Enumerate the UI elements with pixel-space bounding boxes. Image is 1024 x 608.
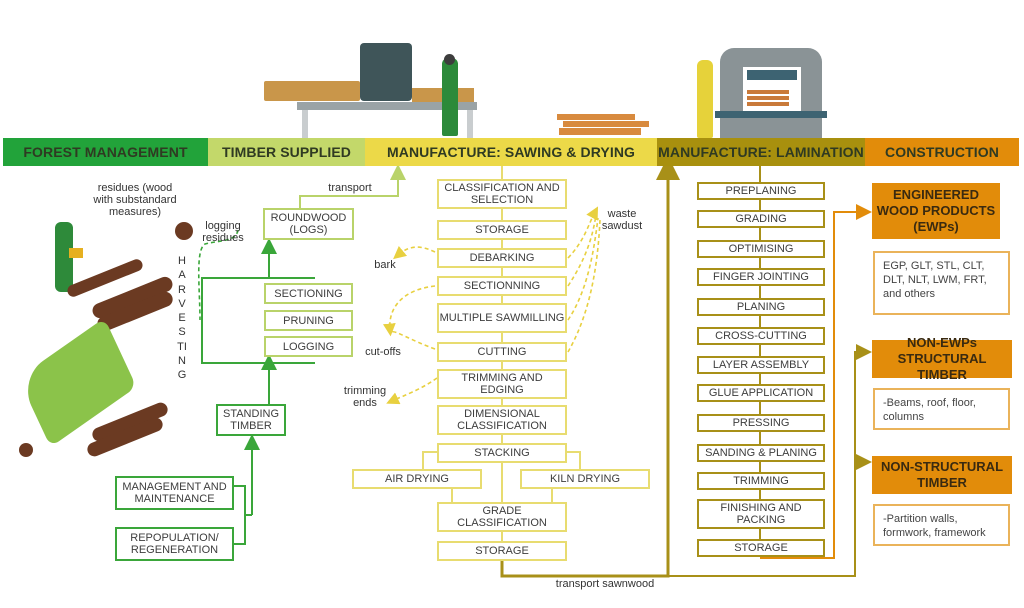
tree-illustration (5, 317, 175, 465)
management-maintenance-box: MANAGEMENT AND MAINTENANCE (115, 476, 234, 510)
saw-step: DIMENSIONAL CLASSIFICATION (437, 405, 567, 435)
stage-timber-supplied: TIMBER SUPPLIED (208, 138, 365, 166)
lamination-step: FINISHING AND PACKING (697, 499, 825, 529)
transport-label: transport (328, 182, 372, 194)
saw-step: CUTTING (437, 342, 567, 362)
transport-sawnwood-line (500, 156, 680, 578)
saw-step: CLASSIFICATION AND SELECTION (437, 179, 567, 209)
ewp-header: ENGINEERED WOOD PRODUCTS (EWPs) (872, 183, 1000, 239)
logging-residues-label: logging residues (202, 220, 244, 244)
non-ewp-desc: -Beams, roof, floor, columns (873, 388, 1010, 430)
lamination-step: SANDING & PLANING (697, 444, 825, 462)
lamination-step: OPTIMISING (697, 240, 825, 258)
line-repop (233, 515, 246, 545)
stage-construction: CONSTRUCTION (865, 138, 1019, 166)
lamination-step: PRESSING (697, 414, 825, 432)
saw-step: TRIMMING AND EDGING (437, 369, 567, 399)
stage-sawing-drying: MANUFACTURE: SAWING & DRYING (365, 138, 657, 166)
lamination-step: PLANING (697, 298, 825, 316)
non-structural-header: NON-STRUCTURAL TIMBER (872, 456, 1012, 494)
worker-icon (442, 58, 458, 136)
lamination-step: STORAGE (697, 539, 825, 557)
sawmill-illustration (262, 40, 487, 138)
line-mgmt (233, 485, 252, 516)
stage-label: FOREST MANAGEMENT (23, 144, 188, 160)
saw-step: STACKING (437, 443, 567, 463)
press-machine-illustration (695, 45, 827, 138)
air-drying-box: AIR DRYING (352, 469, 482, 489)
sectioning-box: SECTIONING (264, 283, 353, 304)
transport-sawnwood-label: transport sawnwood (555, 578, 655, 590)
log-residue-icon (175, 222, 193, 240)
lamination-step: LAYER ASSEMBLY (697, 356, 825, 374)
lumberjack-illustration (45, 212, 175, 334)
saw-step: STORAGE (437, 220, 567, 240)
ewp-desc: EGP, GLT, STL, CLT, DLT, NLT, LWM, FRT, … (873, 251, 1010, 315)
saw-step: SECTIONNING (437, 276, 567, 296)
stage-label: MANUFACTURE: SAWING & DRYING (386, 144, 636, 160)
trimming-ends-label: trimming ends (343, 385, 387, 409)
lamination-step: GRADING (697, 210, 825, 228)
lamination-step: TRIMMING (697, 472, 825, 490)
stump-icon (19, 443, 33, 457)
transport-line (299, 164, 406, 212)
stage-forest-management: FOREST MANAGEMENT (3, 138, 208, 166)
non-structural-desc: -Partition walls, formwork, framework (873, 504, 1010, 546)
sawing-storage-box: STORAGE (437, 541, 567, 561)
stage-label: CONSTRUCTION (885, 144, 999, 160)
harvest-bracket (201, 277, 315, 364)
residues-note: residues (wood with substandard measures… (93, 182, 177, 218)
cutoffs-label: cut-offs (365, 346, 401, 358)
lamination-step: GLUE APPLICATION (697, 384, 825, 402)
standing-timber-box: STANDING TIMBER (216, 404, 286, 436)
saw-step: DEBARKING (437, 248, 567, 268)
repopulation-box: REPOPULATION/ REGENERATION (115, 527, 234, 561)
saw-step: MULTIPLE SAWMILLING (437, 303, 567, 333)
stage-lamination: MANUFACTURE: LAMINATION (657, 138, 865, 166)
lamination-step: PREPLANING (697, 182, 825, 200)
pruning-box: PRUNING (264, 310, 353, 331)
non-ewp-header: NON-EWPs STRUCTURAL TIMBER (872, 335, 1012, 382)
stage-label: TIMBER SUPPLIED (221, 144, 352, 160)
stage-label: MANUFACTURE: LAMINATION (658, 144, 864, 160)
grade-classification-box: GRADE CLASSIFICATION (437, 502, 567, 532)
harvesting-label: HARVESTING (177, 255, 187, 382)
bark-label: bark (374, 259, 396, 271)
waste-sawdust-label: waste sawdust (601, 208, 643, 232)
kiln-drying-box: KILN DRYING (520, 469, 650, 489)
lamination-step: CROSS-CUTTING (697, 327, 825, 345)
operator-icon (697, 60, 713, 138)
roundwood-box: ROUNDWOOD (LOGS) (263, 208, 354, 240)
logging-box: LOGGING (264, 336, 353, 357)
lumber-stack-icon (557, 114, 649, 136)
lamination-step: FINGER JOINTING (697, 268, 825, 286)
